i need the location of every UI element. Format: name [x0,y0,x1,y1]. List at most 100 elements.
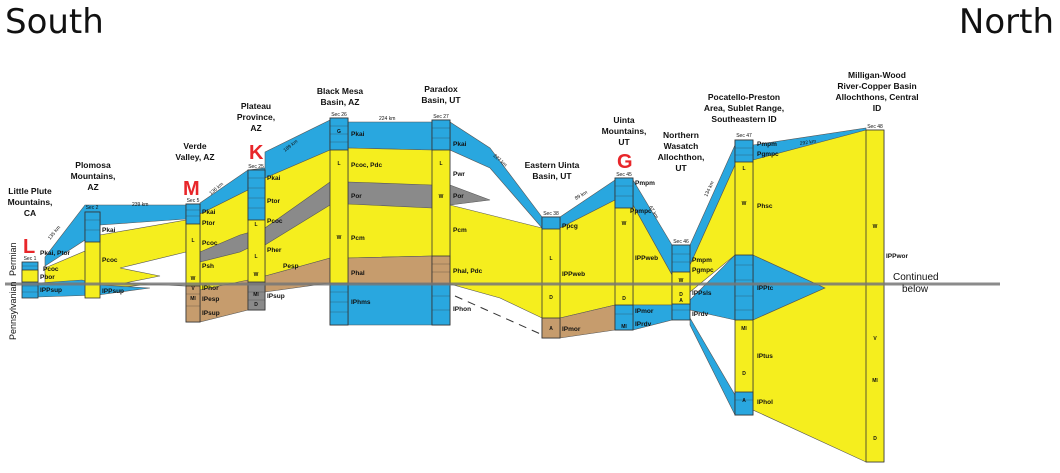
unit-14: Pkai [267,175,281,182]
dist-5: 224 km [379,116,395,122]
region-little-plute-2: Mountains, [8,197,53,207]
lith-w-7: W [622,221,627,227]
marker-m: M [183,178,200,200]
lith-d-10: D [873,436,877,442]
region-milligan-1: Milligan-Wood [848,70,906,80]
unit-27: Pwr [453,171,465,178]
lith-mi-9: MI [741,326,747,332]
lith-w-4: W [439,194,444,200]
region-pocatello-3: Southeastern ID [711,114,776,124]
region-wasatch-2: Wasatch [664,141,699,151]
lith-w-10: W [873,224,878,230]
unit-3: IPPsup [40,287,62,294]
sec-25: Sec 25 [248,164,264,170]
col-sec1-y [21,269,39,283]
lith-v-1: V [191,286,195,292]
unit-41: Pgmpc [692,267,714,274]
region-little-plute-3: CA [24,208,36,218]
sec-26: Sec 26 [331,112,347,118]
region-paradox-2: Basin, UT [421,95,461,105]
col-sec38-t [541,317,561,339]
col-sec38-b [541,216,561,230]
region-black-mesa-1: Black Mesa [317,86,364,96]
unit-12: IPesp [202,296,219,303]
col-sec47-b [734,139,754,163]
region-plateau-2: Province, [237,112,275,122]
sec-46: Sec 46 [673,239,689,245]
lith-w-9: W [742,201,747,207]
unit-23: Pcm [351,235,365,242]
region-wasatch-3: Allochthon, [658,152,705,162]
region-black-mesa-2: Basin, AZ [321,97,360,107]
region-milligan-3: Allochthons, Central [835,92,918,102]
lith-w-1: W [191,276,196,282]
unit-18: Pesp [283,263,299,270]
col-sec25-g [247,281,266,311]
lith-mi-10: MI [872,378,878,384]
region-milligan-2: River-Copper Basin [837,81,916,91]
unit-11: IPhor [202,285,219,292]
region-paradox-1: Paradox [424,84,458,94]
unit-25: IPhms [351,299,371,306]
unit-7: Pkai [202,209,216,216]
region-plomosa-1: Plomosa [75,160,111,170]
unit-2: Pbor [40,274,55,281]
lith-d-7: D [622,296,626,302]
sec-2: Sec 2 [86,205,99,211]
unit-48: IPtus [757,353,773,360]
period-pennsylvanian: Pennsylvanian [8,281,18,340]
unit-4: Pkai [102,227,116,234]
unit-49: IPhol [757,399,773,406]
unit-37: IPPweb [635,255,658,262]
band-blue-pp-lower [689,316,736,416]
col-sec45-b [614,177,634,209]
unit-8: Ptor [202,220,215,227]
col-sec47-b2 [734,254,754,321]
lith-l-3: L [254,254,257,260]
lith-l-1: L [191,238,194,244]
unit-45: Pgmpc [757,151,779,158]
col-sec47-b3 [734,391,754,416]
unit-33: IPPweb [562,271,585,278]
continued-label-2: below [902,284,929,295]
lith-l-9: L [742,166,745,172]
column-hatching [22,125,753,401]
unit-34: IPmor [562,326,581,333]
lith-mi-7: MI [621,324,627,330]
unit-35: Pmpm [635,180,655,187]
col-sec45-b2 [614,304,634,331]
lith-a-8: A [679,298,683,304]
col-sec27-b [431,119,451,151]
unit-9: Pcoc [202,240,218,247]
unit-47: IPPtc [757,285,774,292]
region-wasatch-4: UT [675,163,687,173]
unit-19: IPsup [267,293,285,300]
col-sec48 [865,129,885,463]
marker-k: K [249,142,264,164]
lith-d-6: D [549,295,553,301]
unit-40: Pmpm [692,257,712,264]
sec-27: Sec 27 [433,114,449,120]
col-sec27-t [431,255,451,285]
dist-2: 239 km [132,202,148,208]
lith-l-4: L [337,161,340,167]
unit-46: Phsc [757,203,773,210]
region-eastern-uinta-2: Basin, UT [532,171,572,181]
unit-28: Por [453,193,464,200]
lith-l-2: L [254,222,257,228]
marker-g: G [617,151,633,173]
unit-10: Psh [202,263,214,270]
region-uinta-mtns-2: Mountains, [602,126,647,136]
col-sec5-b [185,203,201,225]
lith-d-2: D [254,302,258,308]
col-sec46-y [671,271,691,305]
columns [21,117,885,463]
unit-15: Ptor [267,198,280,205]
region-verde-1: Verde [183,141,206,151]
unit-43: IPrdv [692,311,709,318]
unit-30: Phal, Pdc [453,268,483,275]
unit-20: Pkai [351,131,365,138]
unit-16: Pcoc [267,218,283,225]
lith-a-6: A [549,326,553,332]
